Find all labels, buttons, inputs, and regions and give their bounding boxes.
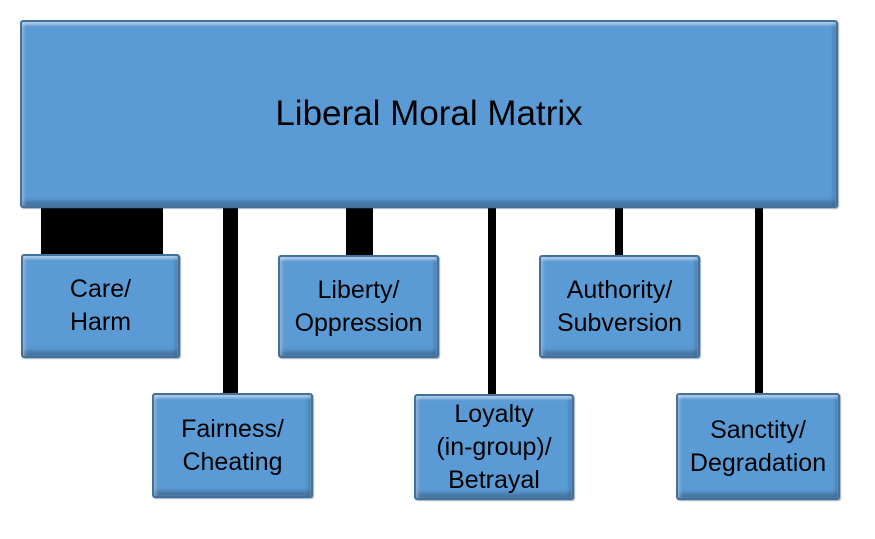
connector-care	[41, 206, 163, 258]
connector-liberty	[346, 206, 373, 259]
node-fairness-cheating: Fairness/ Cheating	[152, 393, 313, 498]
connector-loyalty	[488, 206, 496, 397]
node-liberty-oppression-label: Liberty/ Oppression	[294, 275, 423, 337]
connector-authority	[615, 206, 623, 258]
connector-fairness	[223, 206, 238, 396]
node-care-harm-label: Care/ Harm	[69, 275, 132, 336]
diagram-title: Liberal Moral Matrix	[275, 93, 583, 133]
node-fairness-cheating-label: Fairness/ Cheating	[181, 414, 284, 476]
node-sanctity-degradation-label: Sanctity/ Degradation	[689, 415, 827, 477]
node-liberty-oppression: Liberty/ Oppression	[278, 255, 439, 358]
node-authority-subversion: Authority/ Subversion	[539, 255, 700, 358]
node-care-harm: Care/ Harm	[21, 254, 180, 358]
node-loyalty-betrayal: Loyalty (in-group)/ Betrayal	[414, 394, 574, 500]
node-sanctity-degradation: Sanctity/ Degradation	[676, 393, 840, 500]
node-loyalty-betrayal-label: Loyalty (in-group)/ Betrayal	[436, 399, 552, 494]
node-authority-subversion-label: Authority/ Subversion	[556, 275, 683, 337]
liberal-moral-matrix-box: Liberal Moral Matrix	[20, 20, 838, 208]
connector-sanctity	[755, 206, 763, 396]
